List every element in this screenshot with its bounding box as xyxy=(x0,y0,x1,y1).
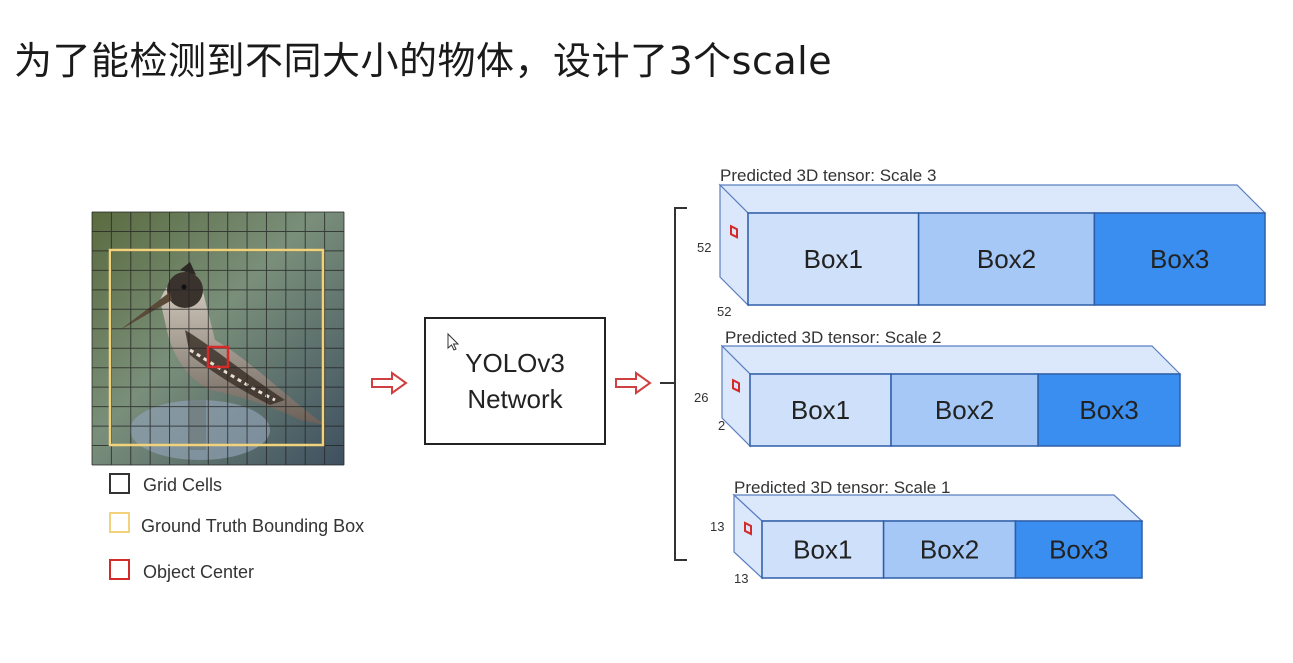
arrow-right-icon xyxy=(615,371,652,395)
tensor-cell-marker xyxy=(730,224,738,239)
tensor-box-1 xyxy=(761,520,885,579)
tensor-cell-marker xyxy=(732,378,740,393)
legend-label-object-center: Object Center xyxy=(143,562,254,582)
tensor-box-label: Box1 xyxy=(804,244,863,274)
tensor-box-label: Box2 xyxy=(920,535,979,565)
network-label-line2: Network xyxy=(467,384,563,414)
object-center-marker xyxy=(206,345,230,369)
yolov3-network-box: YOLOv3 Network xyxy=(424,317,606,445)
bird-image xyxy=(92,212,344,465)
tensor-dim-label: 2 xyxy=(718,418,725,433)
legend-swatch-ground-truth xyxy=(109,512,130,533)
tensor-box-3 xyxy=(1037,373,1181,447)
legend-label-grid-cells: Grid Cells xyxy=(143,475,222,495)
mouse-cursor-icon xyxy=(447,332,460,351)
page-title: 为了能检测到不同大小的物体，设计了3个scale xyxy=(14,39,833,83)
arrow-right-icon xyxy=(371,371,408,395)
tensor-box-label: Box2 xyxy=(977,244,1036,274)
tensor-box-label: Box1 xyxy=(793,535,852,565)
tensor-box-3 xyxy=(1093,212,1266,306)
tensor-top-face xyxy=(718,184,1267,214)
output-bracket xyxy=(660,207,687,561)
tensor-box-1 xyxy=(747,212,920,306)
legend-swatch-grid-cells xyxy=(109,473,130,494)
tensor-dim-label: 26 xyxy=(694,390,708,405)
tensor-box-label: Box3 xyxy=(1150,244,1209,274)
legend: Grid Cells Ground Truth Bounding Box Obj… xyxy=(109,473,364,582)
legend-label-ground-truth: Ground Truth Bounding Box xyxy=(141,516,364,536)
tensor-box-label: Box1 xyxy=(791,395,850,425)
tensor-dim-label: 13 xyxy=(734,571,748,586)
tensor-scale-3: Box1 Box2 Box3 Predicted 3D tensor: Scale 3… xyxy=(697,166,1267,319)
tensor-box-label: Box3 xyxy=(1049,535,1108,565)
tensor-title: Predicted 3D tensor: Scale 3 xyxy=(720,166,936,185)
tensor-top-face xyxy=(732,494,1144,522)
tensor-box-label: Box3 xyxy=(1079,395,1138,425)
tensor-box-3 xyxy=(1014,520,1143,579)
tensor-dim-label: 52 xyxy=(717,304,731,319)
tensor-title: Predicted 3D tensor: Scale 2 xyxy=(725,328,941,347)
tensor-title: Predicted 3D tensor: Scale 1 xyxy=(734,478,950,497)
tensor-dim-label: 13 xyxy=(710,519,724,534)
tensor-top-face xyxy=(720,345,1182,375)
tensor-box-label: Box2 xyxy=(935,395,994,425)
ground-truth-bounding-box xyxy=(108,248,325,447)
legend-swatch-object-center xyxy=(109,559,130,580)
network-label-line1: YOLOv3 xyxy=(465,348,565,378)
tensor-cell-marker xyxy=(744,521,752,536)
tensor-scale-1: Box1 Box2 Box3 Predicted 3D tensor: Scale 1… xyxy=(710,478,1144,586)
tensor-scale-2: Box1 Box2 Box3 Predicted 3D tensor: Scale 2… xyxy=(694,328,1182,448)
tensor-dim-label: 52 xyxy=(697,240,711,255)
